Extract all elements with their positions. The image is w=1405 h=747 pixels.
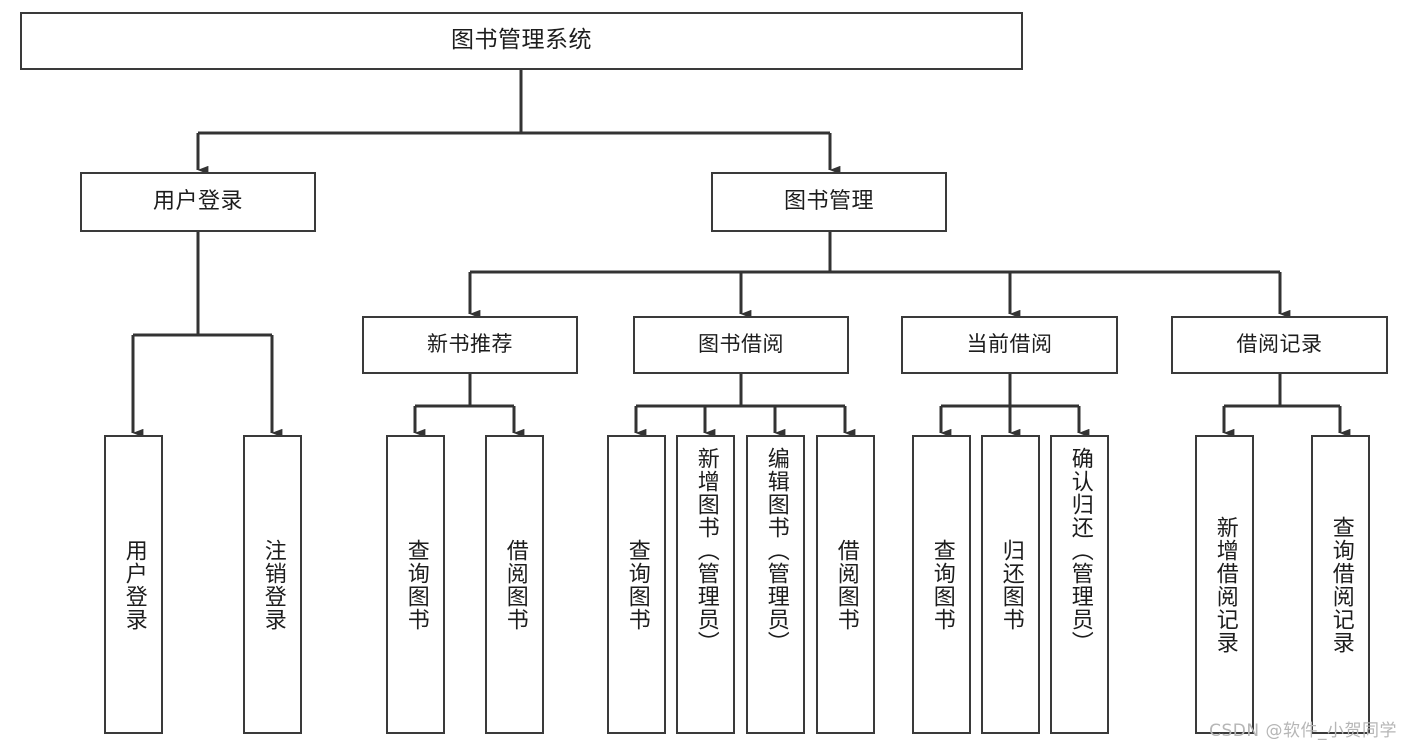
leaf-new-book-borrow-book[interactable]: 借阅图书 — [485, 435, 544, 734]
node-label: 当前借阅 — [966, 332, 1053, 357]
leaf-current-borrow-return-book[interactable]: 归还图书 — [981, 435, 1040, 734]
leaf-new-book-query-book[interactable]: 查询图书 — [386, 435, 445, 734]
node-label: 归还图书 — [998, 538, 1024, 631]
leaf-book-borrow-borrow-book[interactable]: 借阅图书 — [816, 435, 875, 734]
leaf-current-borrow-query-book[interactable]: 查询图书 — [912, 435, 971, 734]
node-user-login[interactable]: 用户登录 — [80, 172, 316, 232]
node-label: 查询借阅记录 — [1328, 515, 1354, 654]
node-book-management[interactable]: 图书管理 — [711, 172, 947, 232]
node-label: 查询图书 — [403, 538, 429, 631]
node-new-book-recommend[interactable]: 新书推荐 — [362, 316, 578, 374]
leaf-book-borrow-edit-book-admin[interactable]: 编辑图书（管理员） — [746, 435, 805, 734]
node-book-borrow[interactable]: 图书借阅 — [633, 316, 849, 374]
node-label: 新增图书（管理员） — [693, 447, 719, 654]
node-label: 查询图书 — [929, 538, 955, 631]
node-label: 借阅记录 — [1236, 332, 1323, 357]
node-label: 新书推荐 — [427, 332, 513, 357]
node-label: 图书借阅 — [698, 332, 784, 357]
node-label: 借阅图书 — [502, 538, 528, 631]
node-label: 编辑图书（管理员） — [763, 447, 789, 654]
node-borrow-record[interactable]: 借阅记录 — [1171, 316, 1388, 374]
csdn-watermark: CSDN @软件_小贺同学 — [1209, 721, 1397, 741]
leaf-user-login-logout[interactable]: 注销登录 — [243, 435, 302, 734]
node-label: 用户登录 — [121, 538, 147, 631]
node-label: 注销登录 — [260, 538, 286, 631]
node-label: 用户登录 — [152, 188, 243, 214]
leaf-current-borrow-confirm-return-admin[interactable]: 确认归还（管理员） — [1050, 435, 1109, 734]
node-label: 新增借阅记录 — [1212, 515, 1238, 654]
node-label: 图书管理系统 — [451, 27, 592, 54]
leaf-user-login-login[interactable]: 用户登录 — [104, 435, 163, 734]
node-label: 查询图书 — [624, 538, 650, 631]
leaf-borrow-record-add-record[interactable]: 新增借阅记录 — [1195, 435, 1254, 734]
node-root-system[interactable]: 图书管理系统 — [20, 12, 1023, 70]
node-label: 借阅图书 — [833, 538, 859, 631]
leaf-borrow-record-query-record[interactable]: 查询借阅记录 — [1311, 435, 1370, 734]
node-label: 图书管理 — [783, 188, 874, 214]
leaf-book-borrow-add-book-admin[interactable]: 新增图书（管理员） — [676, 435, 735, 734]
leaf-book-borrow-query-book[interactable]: 查询图书 — [607, 435, 666, 734]
node-label: 确认归还（管理员） — [1067, 447, 1093, 654]
node-current-borrow[interactable]: 当前借阅 — [901, 316, 1118, 374]
